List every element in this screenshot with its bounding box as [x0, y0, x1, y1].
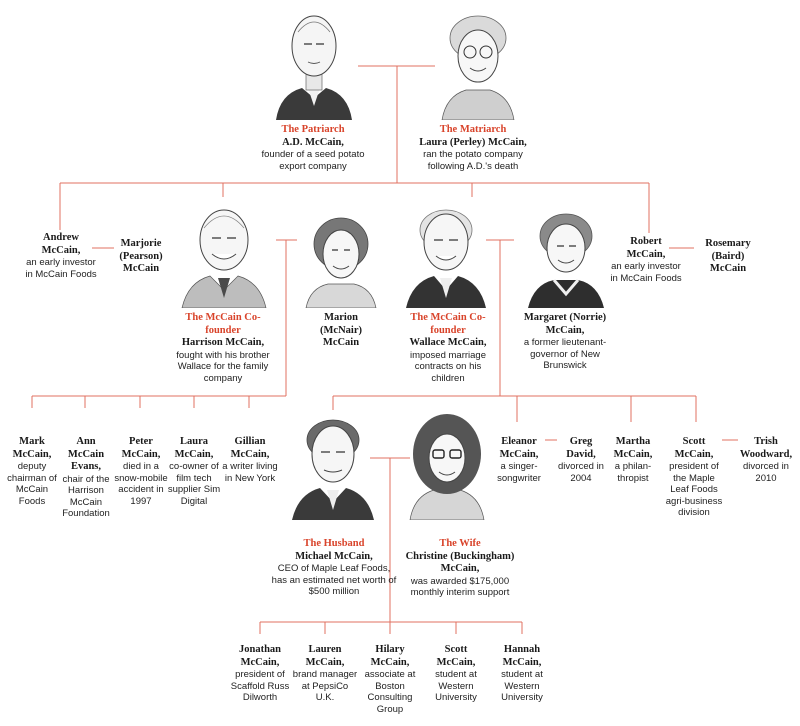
- harrison-child-laura: Laura McCain, co-owner of film tech supp…: [167, 436, 221, 507]
- husband-role: The Husband: [303, 538, 365, 549]
- husband-portrait: [292, 419, 374, 520]
- husband-node: The Husband Michael McCain, CEO of Maple…: [264, 538, 404, 598]
- robert-node: Robert McCain, an early investor in McCa…: [608, 236, 684, 284]
- marion-node: Marion (McNair) McCain: [296, 312, 386, 350]
- patriarch-portrait: [276, 15, 352, 120]
- harrison-node: The McCain Co-founder Harrison McCain, f…: [164, 312, 282, 384]
- robert-name: Robert McCain,: [626, 236, 666, 260]
- patriarch-name: A.D. McCain,: [282, 136, 344, 148]
- marjorie-name: Marjorie (Pearson) McCain: [119, 238, 163, 274]
- matriarch-node: The Matriarch Laura (Perley) McCain, ran…: [404, 124, 542, 172]
- rosemary-node: Rosemary (Baird) McCain: [696, 238, 760, 276]
- patriarch-role: The Patriarch: [281, 124, 345, 135]
- wife-portrait: [409, 414, 485, 520]
- matriarch-desc: ran the potato company following A.D.'s …: [423, 149, 523, 172]
- andrew-name: Andrew McCain,: [41, 232, 81, 256]
- martha-node: Martha McCain, a philan-thropist: [613, 436, 653, 484]
- harrison-role: The McCain Co-founder: [185, 312, 261, 336]
- margaret-name: Margaret (Norrie) McCain,: [523, 312, 607, 336]
- margaret-portrait: [528, 213, 604, 308]
- husband-desc: CEO of Maple Leaf Foods, has an estimate…: [271, 563, 397, 597]
- wallace-portrait: [406, 209, 486, 308]
- harrison-name: Harrison McCain,: [181, 337, 265, 348]
- harrison-portrait: [181, 209, 267, 308]
- wallace-name: Wallace McCain,: [409, 337, 487, 348]
- michael-child-hilary: Hilary McCain, associate at Boston Consu…: [364, 644, 416, 715]
- rosemary-name: Rosemary (Baird) McCain: [705, 238, 751, 274]
- wallace-desc: imposed marriage contracts on his childr…: [409, 349, 487, 384]
- marjorie-node: Marjorie (Pearson) McCain: [112, 238, 170, 276]
- patriarch-desc: founder of a seed potato export company: [261, 149, 365, 172]
- matriarch-role: The Matriarch: [439, 124, 507, 135]
- michael-child-hannah: Hannah McCain, student at Western Univer…: [501, 644, 543, 703]
- michael-child-lauren: Lauren McCain, brand manager at PepsiCo …: [292, 644, 358, 703]
- wife-desc: was awarded $175,000 monthly interim sup…: [410, 575, 510, 599]
- husband-name: Michael McCain,: [295, 550, 373, 562]
- matriarch-name: Laura (Perley) McCain,: [419, 136, 527, 148]
- harrison-child-ann: Ann McCain Evans, chair of the Harrison …: [62, 436, 110, 519]
- harrison-child-gillian: Gillian McCain, a writer living in New Y…: [222, 436, 278, 484]
- wife-name: Christine (Buckingham) McCain,: [405, 550, 515, 575]
- michael-child-jonathan: Jonathan McCain, president of Scaffold R…: [230, 644, 290, 703]
- michael-child-scott: Scott McCain, student at Western Univers…: [435, 644, 477, 703]
- eleanor-node: Eleanor McCain, a singer-songwriter: [497, 436, 541, 484]
- harrison-desc: fought with his brother Wallace for the …: [176, 349, 270, 384]
- scott-wallace-node: Scott McCain, president of the Maple Lea…: [665, 436, 723, 518]
- greg-node: Greg David, divorced in 2004: [558, 436, 604, 484]
- patriarch-node: The Patriarch A.D. McCain, founder of a …: [238, 124, 388, 172]
- margaret-desc: a former lieutenant-governor of New Brun…: [523, 337, 607, 371]
- margaret-node: Margaret (Norrie) McCain, a former lieut…: [510, 312, 620, 372]
- andrew-desc: an early investor in McCain Foods: [25, 257, 97, 280]
- wife-role: The Wife: [439, 538, 481, 549]
- trish-node: Trish Woodward, divorced in 2010: [739, 436, 793, 484]
- harrison-child-mark: Mark McCain, deputy chairman of McCain F…: [7, 436, 57, 507]
- wallace-node: The McCain Co-founder Wallace McCain, im…: [396, 312, 500, 384]
- marion-name: Marion (McNair) McCain: [320, 312, 362, 348]
- wallace-role: The McCain Co-founder: [410, 312, 486, 336]
- matriarch-portrait: [441, 15, 515, 120]
- wife-node: The Wife Christine (Buckingham) McCain, …: [398, 538, 522, 599]
- harrison-child-peter: Peter McCain, died in a snow-mobile acci…: [114, 436, 168, 507]
- andrew-node: Andrew McCain, an early investor in McCa…: [22, 232, 100, 280]
- robert-desc: an early investor in McCain Foods: [610, 261, 682, 284]
- marion-portrait: [305, 217, 377, 308]
